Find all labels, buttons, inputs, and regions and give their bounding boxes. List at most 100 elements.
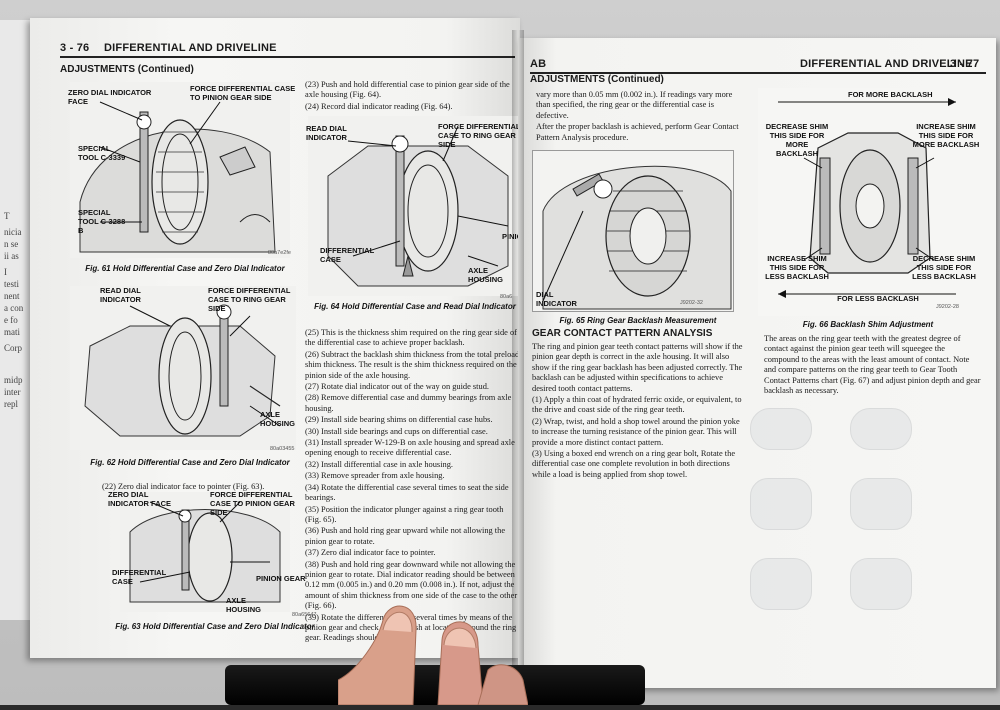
show-through-pattern xyxy=(850,408,912,450)
hand-illustration xyxy=(337,605,529,706)
fig61-caption: Fig. 61 Hold Differential Case and Zero … xyxy=(85,264,285,273)
figure-66-illustration xyxy=(758,88,976,316)
step-25: (25) This is the thickness shim required… xyxy=(305,328,517,348)
right-page-number: 3 - 77 xyxy=(950,58,980,70)
step-26: (26) Subtract the backlash shim thicknes… xyxy=(305,349,520,380)
fig61-callout: FORCE DIFFERENTIAL CASE TO PINION GEAR S… xyxy=(190,84,296,102)
step-28: (28) Remove differential case and dummy … xyxy=(305,393,512,413)
dark-object xyxy=(225,665,645,705)
fig64-art-id: 80a6 xyxy=(500,294,513,300)
under-text-line: repl xyxy=(4,399,18,409)
fig61-callout: SPECIAL TOOL C-3288-B xyxy=(78,208,128,235)
step-34: (34) Rotate the differential case severa… xyxy=(305,482,509,503)
figure-61 xyxy=(70,82,290,258)
right-header-rule xyxy=(530,72,986,74)
fig65-art-id: J9202-32 xyxy=(680,300,703,306)
gear-contact-step-2: (2) Wrap, twist, and hold a shop towel a… xyxy=(532,416,740,447)
fig63-art-id: 80a65647 xyxy=(292,612,317,618)
figure-63-illustration xyxy=(120,492,290,612)
show-through-pattern xyxy=(750,478,812,530)
under-text-line: ii as xyxy=(4,251,19,261)
under-text-line: a con xyxy=(4,303,24,313)
under-text-line: n se xyxy=(4,239,19,249)
right-text-para: After the proper backlash is achieved, p… xyxy=(536,122,739,142)
step-31: (31) Install spreader W-129-B on axle ho… xyxy=(305,438,515,458)
figure-63 xyxy=(120,492,290,612)
under-text-line: inter xyxy=(4,387,21,397)
under-text-line: nent xyxy=(4,291,20,301)
fig66-art-id: J9202-28 xyxy=(936,304,959,310)
fig64-callout: READ DIAL INDICATOR xyxy=(306,124,347,142)
fig61-callout: SPECIAL TOOL C-3339 xyxy=(78,144,126,162)
step-29: (29) Install side bearing shims on diffe… xyxy=(305,415,493,425)
figure-65 xyxy=(532,150,734,312)
under-text-line: I xyxy=(4,267,7,277)
under-text-line: nicia xyxy=(4,227,22,237)
fig66-caption: Fig. 66 Backlash Shim Adjustment xyxy=(802,320,934,329)
fig66-callout: FOR MORE BACKLASH xyxy=(848,90,933,99)
hand xyxy=(337,600,529,710)
fig66-callout: INCREASE SHIM THIS SIDE FOR MORE BACKLAS… xyxy=(912,122,980,149)
figure-62-illustration xyxy=(70,286,296,450)
fig64-caption: Fig. 64 Hold Differential Case and Read … xyxy=(314,302,516,311)
step-37: (37) Zero dial indicator face to pointer… xyxy=(305,548,436,558)
show-through-pattern xyxy=(750,558,812,610)
fig63-callout: AXLE HOUSING xyxy=(226,596,262,614)
under-text-line: Corp xyxy=(4,343,22,353)
fig62-callout: AXLE HOUSING xyxy=(260,410,296,428)
left-step-22: (22) Zero dial indicator face to pointer… xyxy=(102,482,265,491)
figure-62 xyxy=(70,286,296,450)
fig62-callout: READ DIAL INDICATOR xyxy=(100,286,141,304)
gear-contact-step-3: (3) Using a boxed end wrench on a ring g… xyxy=(532,449,736,479)
right-col1-top-text: vary more than 0.05 mm (0.002 in.). If r… xyxy=(536,90,746,144)
right-page-tag: AB xyxy=(530,58,547,70)
book-spine-shadow xyxy=(512,30,524,680)
fig64-callout: DIFFERENTIAL CASE xyxy=(320,246,375,264)
left-page: 3 - 76 DIFFERENTIAL AND DRIVELINE ADJUST… xyxy=(30,18,520,658)
step-27: (27) Rotate dial indicator out of the wa… xyxy=(305,382,489,392)
under-text-line: mati xyxy=(4,327,20,337)
step-33: (33) Remove spreader from axle housing. xyxy=(305,471,445,481)
fig63-callout: FORCE DIFFERENTIAL CASE TO PINION GEAR S… xyxy=(210,490,295,517)
right-col2-text: The areas on the ring gear teeth with th… xyxy=(764,334,982,397)
fig66-callout: DECREASE SHIM THIS SIDE FOR LESS BACKLAS… xyxy=(912,254,976,281)
fig66-callout: DECREASE SHIM THIS SIDE FOR MORE BACKLAS… xyxy=(765,122,829,158)
step-35: (35) Position the indicator plunger agai… xyxy=(305,504,504,524)
fig63-callout: PINION GEAR xyxy=(256,574,306,583)
show-through-pattern xyxy=(750,408,812,450)
left-col2-top-text: (23) Push and hold differential case to … xyxy=(305,80,515,113)
right-section-title: ADJUSTMENTS (Continued) xyxy=(530,74,664,85)
fig65-callout: DIAL INDICATOR xyxy=(536,290,577,308)
under-text-line: midp xyxy=(4,375,23,385)
step-30: (30) Install side bearings and cups on d… xyxy=(305,426,488,436)
fig61-callout: ZERO DIAL INDICATOR FACE xyxy=(68,88,152,106)
right-page: AB DIFFERENTIAL AND DRIVELINE 3 - 77 ADJ… xyxy=(518,38,996,688)
gear-contact-para: The ring and pinion gear teeth contact p… xyxy=(532,342,743,393)
left-col2-steps: (25) This is the thickness shim required… xyxy=(305,328,520,645)
step-23: (23) Push and hold differential case to … xyxy=(305,80,510,100)
left-header-rule xyxy=(60,56,515,58)
show-through-pattern xyxy=(850,478,912,530)
gear-contact-heading: GEAR CONTACT PATTERN ANALYSIS xyxy=(532,328,713,339)
gear-contact-text: The ring and pinion gear teeth contact p… xyxy=(532,342,746,481)
figure-61-illustration xyxy=(70,82,290,258)
left-section-title: ADJUSTMENTS (Continued) xyxy=(60,64,194,75)
figure-66 xyxy=(758,88,976,316)
under-text-line: e fo xyxy=(4,315,18,325)
step-24: (24) Record dial indicator reading (Fig.… xyxy=(305,101,453,111)
gear-contact-step-1: (1) Apply a thin coat of hydrated ferric… xyxy=(532,395,742,415)
fig63-caption: Fig. 63 Hold Differential Case and Zero … xyxy=(115,622,315,631)
figure-64-illustration xyxy=(308,116,518,296)
fig63-callout: ZERO DIAL INDICATOR FACE xyxy=(108,490,172,508)
figure-64 xyxy=(308,116,518,296)
show-through-pattern xyxy=(850,558,912,610)
fig65-caption: Fig. 65 Ring Gear Backlash Measurement xyxy=(559,316,717,325)
fig62-callout: FORCE DIFFERENTIAL CASE TO RING GEAR SID… xyxy=(208,286,291,313)
fig62-caption: Fig. 62 Hold Differential Case and Zero … xyxy=(90,458,290,467)
right-header-title: DIFFERENTIAL AND DRIVELINE xyxy=(800,58,973,70)
fig66-callout: FOR LESS BACKLASH xyxy=(837,294,919,303)
right-col2-para: The areas on the ring gear teeth with th… xyxy=(764,334,981,396)
step-38: (38) Push and hold ring gear downward wh… xyxy=(305,559,518,611)
fig64-callout: PINION xyxy=(502,232,520,241)
step-36: (36) Push and hold ring gear upward whil… xyxy=(305,526,506,546)
